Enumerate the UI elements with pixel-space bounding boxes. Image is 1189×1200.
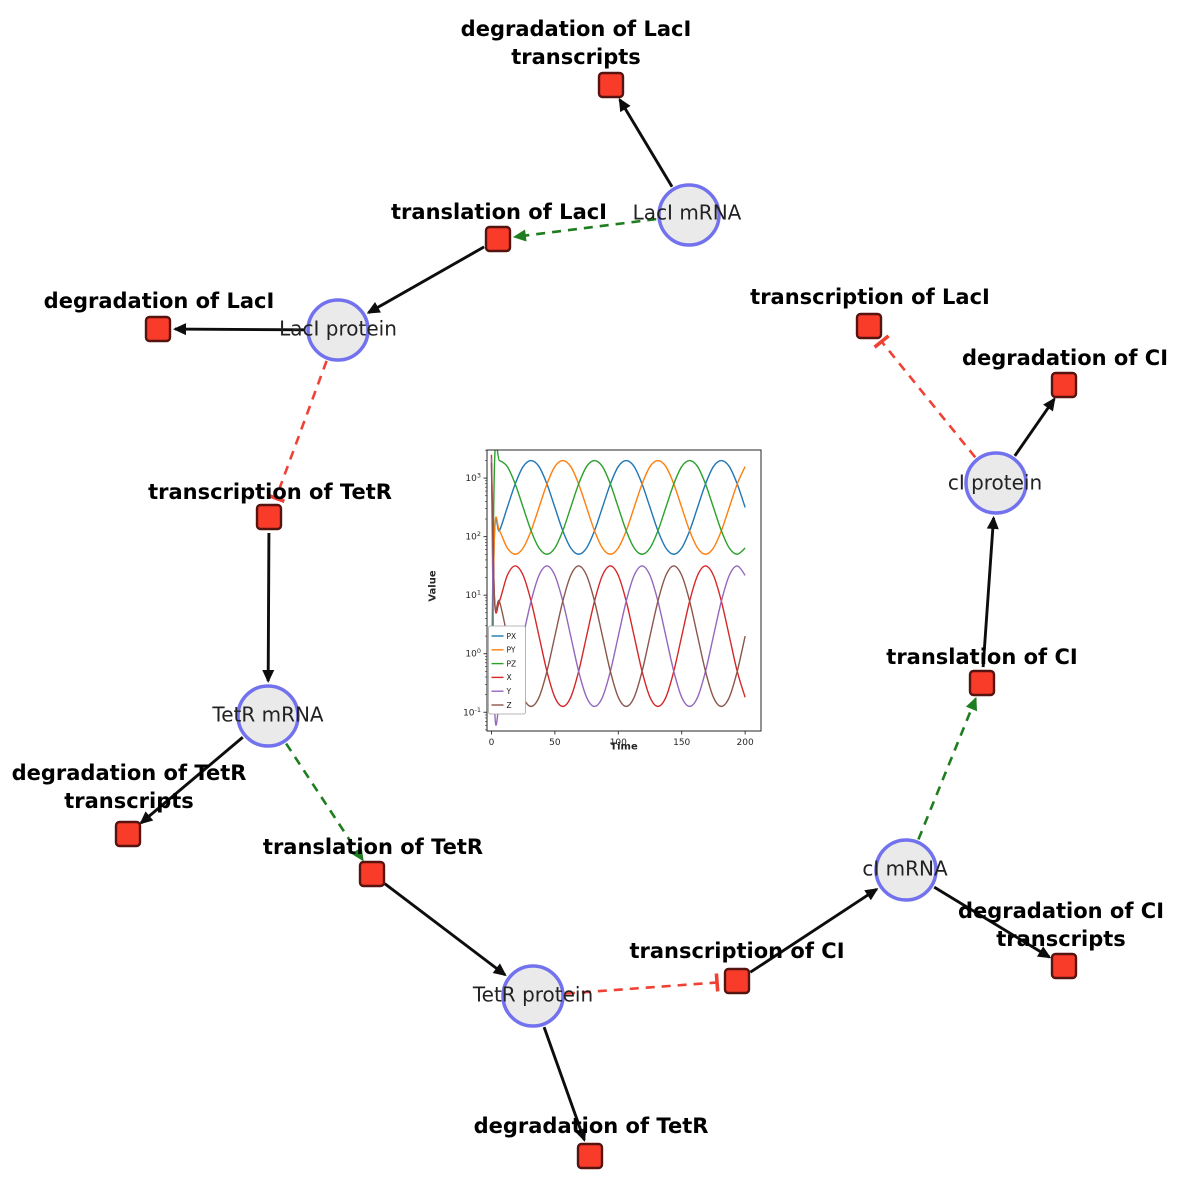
edge-tetr-protein-to-deg-tetr (542, 1026, 587, 1142)
species-node-tetr-protein (501, 964, 565, 1028)
edge-ci-mrna-to-deg-ci-tx (933, 885, 1052, 959)
series-line-py (490, 459, 746, 708)
edge-ci-protein-to-deg-ci (1013, 397, 1056, 457)
legend-label: PX (507, 632, 517, 641)
plot-frame (486, 449, 762, 732)
reaction-node-translation-ci (968, 669, 996, 697)
edge-ci-protein-to-transcription-laci (873, 334, 977, 459)
reaction-node-deg-tetr-tx (114, 820, 142, 848)
plot-y-axis-label: Value (427, 570, 439, 602)
y-tick-label: 103 (465, 472, 481, 485)
edge-laci-protein-to-deg-laci (172, 323, 306, 336)
plot-legend: PX PY PZ XYZ (488, 625, 526, 715)
y-tick-label: 101 (465, 589, 481, 602)
species-node-ci-mrna (874, 838, 938, 902)
y-tick-label: 102 (465, 530, 481, 543)
reaction-node-deg-laci-tx (597, 71, 625, 99)
species-node-tetr-mrna (236, 684, 300, 748)
edge-tetr-mrna-to-deg-tetr-tx (139, 736, 244, 825)
series-line-px (490, 459, 746, 713)
legend-label: Y (506, 687, 512, 696)
species-node-laci-protein (306, 298, 370, 362)
species-node-laci-mrna (657, 183, 721, 247)
edge-translation-laci-to-laci-protein (366, 245, 485, 314)
plot-x-axis-label: Time (610, 741, 638, 753)
reaction-node-deg-ci (1050, 371, 1078, 399)
legend-label: X (507, 673, 512, 682)
edge-tetr-mrna-to-translation-tetr (285, 742, 364, 862)
x-tick-label: 200 (737, 738, 754, 748)
reaction-node-deg-tetr (576, 1142, 604, 1170)
reaction-node-deg-laci (144, 315, 172, 343)
series-line-pz (490, 450, 746, 702)
x-tick-label: 150 (673, 738, 690, 748)
y-tick-label: 10-1 (463, 706, 481, 719)
reaction-node-transcription-tetr (255, 503, 283, 531)
edge-laci-protein-to-transcription-tetr (266, 360, 328, 504)
edge-tetr-protein-to-transcription-ci (565, 973, 720, 995)
legend-label: Z (507, 701, 512, 710)
edge-transcription-tetr-to-tetr-mrna (262, 532, 275, 684)
edge-ci-mrna-to-translation-ci (917, 696, 978, 840)
x-tick-label: 100 (610, 738, 627, 748)
reaction-node-deg-ci-tx (1050, 952, 1078, 980)
edge-laci-mrna-to-deg-laci-tx (618, 97, 674, 188)
x-tick-label: 50 (549, 738, 561, 748)
y-tick-label: 100 (465, 647, 481, 660)
legend-label: PY (507, 646, 516, 655)
legend-label: PZ (507, 659, 517, 668)
series-line-x (490, 454, 746, 708)
edge-laci-mrna-to-translation-laci (512, 217, 657, 242)
reaction-node-translation-laci (484, 225, 512, 253)
species-node-ci-protein (964, 451, 1028, 515)
edge-translation-ci-to-ci-protein (981, 515, 999, 668)
x-tick-label: 0 (489, 738, 495, 748)
reaction-node-translation-tetr (358, 860, 386, 888)
edge-transcription-ci-to-ci-mrna (749, 888, 879, 974)
edge-translation-tetr-to-tetr-protein (383, 882, 507, 977)
reaction-node-transcription-laci (855, 312, 883, 340)
reaction-node-transcription-ci (723, 967, 751, 995)
